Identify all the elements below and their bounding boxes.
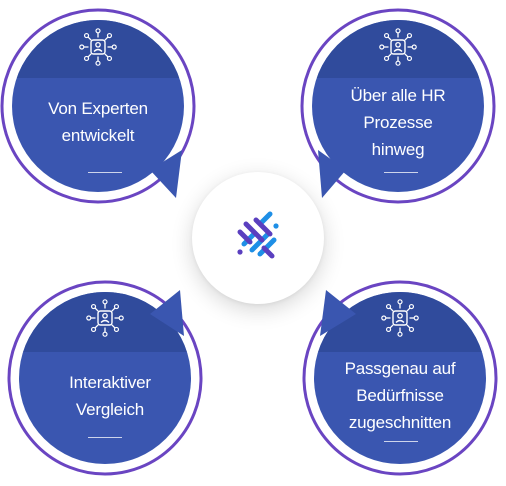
bubble-line: Prozesse	[363, 113, 433, 132]
bubble-text-top-right: Über alle HR Prozesse hinweg	[318, 82, 478, 163]
divider-bottom-left	[88, 437, 122, 438]
bubble-line: hinweg	[371, 140, 425, 159]
bubble-line: Passgenau auf	[344, 359, 456, 378]
user-network-icon	[379, 28, 417, 66]
bubble-top-right	[300, 8, 496, 204]
bubble-text-bottom-left: Interaktiver Vergleich	[30, 369, 190, 423]
bubble-line: Über alle HR	[350, 86, 446, 105]
bubble-line: Vergleich	[75, 400, 145, 419]
bubble-text-bottom-right: Passgenau auf Bedürfnisse zugeschnitten	[320, 355, 480, 436]
center-logo-circle	[192, 172, 324, 304]
user-network-icon	[86, 299, 124, 337]
user-network-icon	[381, 299, 419, 337]
bubble-line: zugeschnitten	[348, 413, 452, 432]
bubble-line: entwickelt	[61, 126, 135, 145]
bubble-bottom-right	[302, 280, 498, 476]
divider-top-right	[384, 172, 418, 173]
user-network-icon	[79, 28, 117, 66]
bubble-text-top-left: Von Experten entwickelt	[18, 95, 178, 149]
divider-top-left	[88, 172, 122, 173]
bubble-line: Interaktiver	[69, 373, 151, 392]
brand-logo-icon	[237, 211, 279, 259]
bubble-top-left	[0, 8, 196, 204]
bubble-line: Von Experten	[48, 99, 148, 118]
bubble-bottom-left	[7, 280, 203, 476]
bubble-line: Bedürfnisse	[356, 386, 444, 405]
divider-bottom-right	[384, 441, 418, 442]
